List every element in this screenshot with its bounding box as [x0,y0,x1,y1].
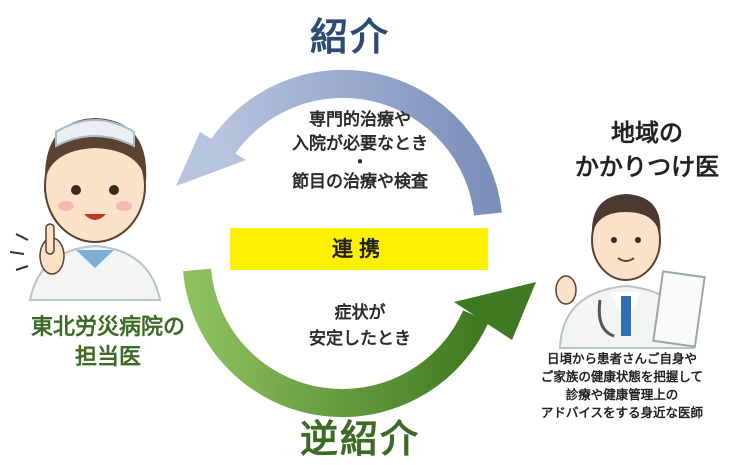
cooperation-band: 連携 [230,228,488,270]
hospital-doctor-label-line2: 担当医 [74,345,141,370]
local-doctor-label: 地域の かかりつけ医 [572,116,722,184]
hospital-doctor-label: 東北労災病院の 担当医 [8,313,208,373]
local-doctor-label-line1: 地域の [611,119,683,147]
lower-arrowhead [454,282,536,340]
upper-arrowhead [176,132,246,186]
local-doctor-description-line4: アドバイスをする身近な医師 [540,405,704,420]
hospital-doctor-label-line1: 東北労災病院の [30,315,185,340]
local-doctor-description: 日頃から患者さんご自身や ご家族の健康状態を把握して 診療や健康管理上の アドバ… [512,350,731,422]
reverse-referral-condition-line2: 安定したとき [309,329,411,349]
reverse-referral-condition-line1: 症状が [334,303,386,323]
lower-arrow [183,268,489,418]
referral-condition-line2: 入院が必要なとき [292,134,428,154]
referral-title: 紹介 [309,15,390,59]
hospital-doctor-illustration [9,118,162,301]
reverse-referral-condition: 症状が 安定したとき [260,300,460,352]
local-doctor-label-line2: かかりつけ医 [574,153,720,181]
referral-condition-line1: 専門的治療や [309,110,411,130]
upper-arrow [210,69,502,216]
referral-condition: 専門的治療や 入院が必要なとき ・ 節目の治療や検査 [240,108,480,194]
referral-condition-line3: 節目の治療や検査 [292,172,428,192]
referral-condition-separator: ・ [351,153,369,173]
local-doctor-illustration [555,194,706,349]
local-doctor-description-line1: 日頃から患者さんご自身や [546,351,697,366]
local-doctor-description-line2: ご家族の健康状態を把握して [540,369,704,384]
reverse-referral-title: 逆紹介 [299,417,420,461]
local-doctor-description-line3: 診療や健康管理上の [565,387,679,402]
